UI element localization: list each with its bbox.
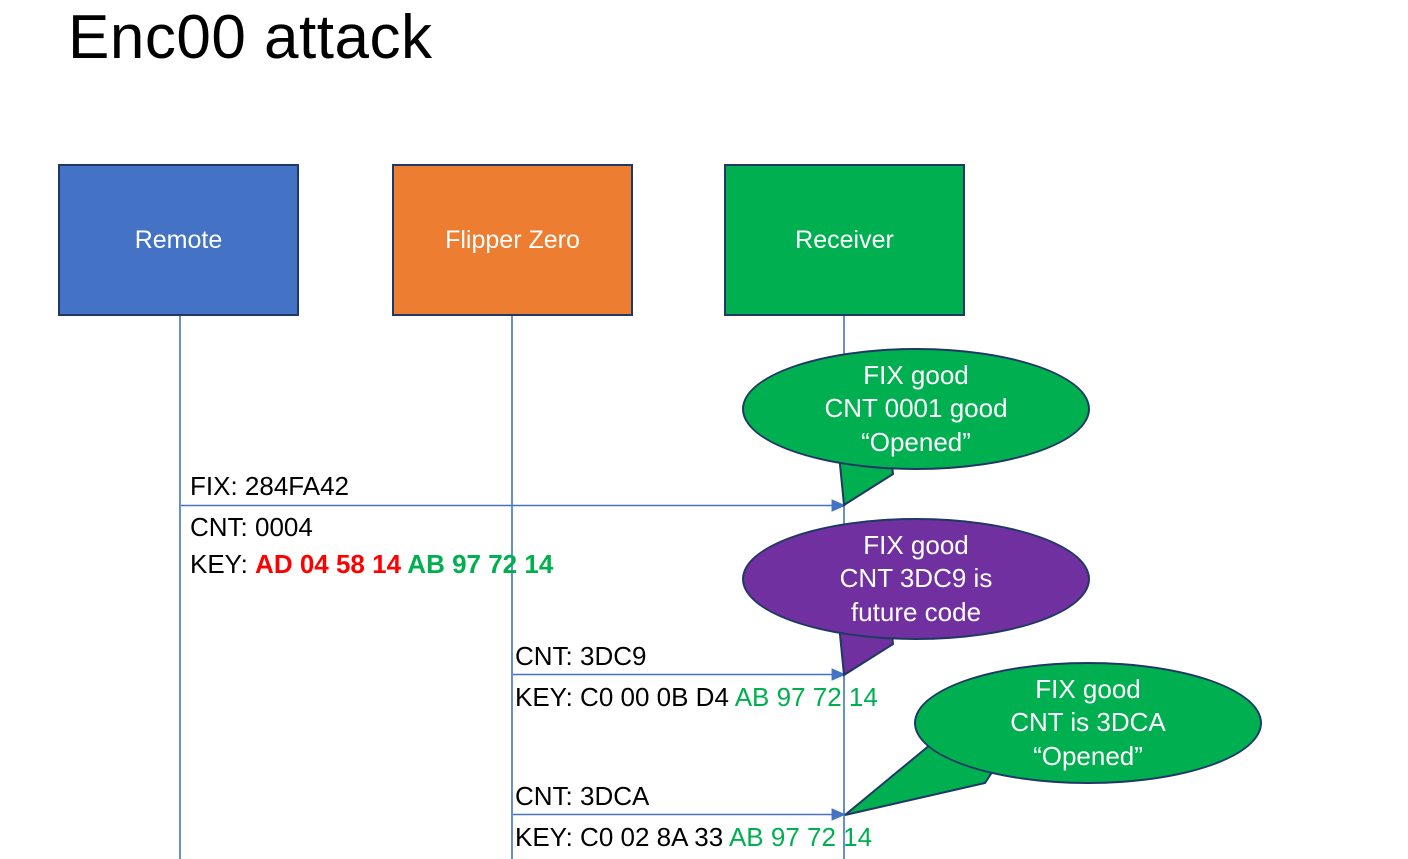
message-2-key-label: KEY: C0 00 0B D4 [515,682,735,712]
message-2-above-label: CNT: 3DC9 [515,641,647,671]
callout-2-line-1: FIX good [863,530,969,561]
message-3-below-key: KEY: C0 02 8A 33 AB 97 72 14 [515,822,872,852]
actor-label-remote: Remote [134,225,223,254]
callout-receiver-fix-good-2: FIX good CNT is 3DCA “Opened” [914,662,1262,784]
callout-1-line-1: FIX good [863,360,969,391]
message-1-below-cnt: CNT: 0004 [190,512,313,542]
callout-receiver-future-code: FIX good CNT 3DC9 is future code [742,518,1090,640]
message-3-above-label: CNT: 3DCA [515,781,650,811]
message-2-key-green: AB 97 72 14 [734,682,878,712]
message-3-key-green: AB 97 72 14 [728,822,873,852]
message-1-below-key: KEY: AD 04 58 14 AB 97 72 14 [190,549,553,579]
callout-3-line-1: FIX good [1035,674,1141,705]
message-1-key-green: AB 97 72 14 [407,549,554,579]
actor-box-remote[interactable]: Remote [58,164,299,316]
callout-receiver-fix-good-1: FIX good CNT 0001 good “Opened” [742,348,1090,470]
page-title: Enc00 attack [68,3,433,72]
actor-label-flipper: Flipper Zero [445,225,580,254]
message-2-below-key: KEY: C0 00 0B D4 AB 97 72 14 [515,682,878,712]
message-1-above-label: FIX: 284FA42 [190,471,349,501]
message-1-key-red: AD 04 58 14 [255,549,408,579]
actor-box-receiver[interactable]: Receiver [724,164,965,316]
callout-2-line-3: future code [850,596,982,627]
callout-3-line-2: CNT is 3DCA [1010,707,1166,738]
actor-box-flipper[interactable]: Flipper Zero [392,164,633,316]
message-1-key-label: KEY: [190,549,256,579]
actor-label-receiver: Receiver [795,225,894,254]
callout-3-line-3: “Opened” [1033,740,1143,771]
callout-2-line-2: CNT 3DC9 is [839,563,993,594]
callout-1-line-2: CNT 0001 good [824,393,1008,424]
callout-1-line-3: “Opened” [861,426,971,457]
message-3-key-label: KEY: C0 02 8A 33 [515,822,729,852]
